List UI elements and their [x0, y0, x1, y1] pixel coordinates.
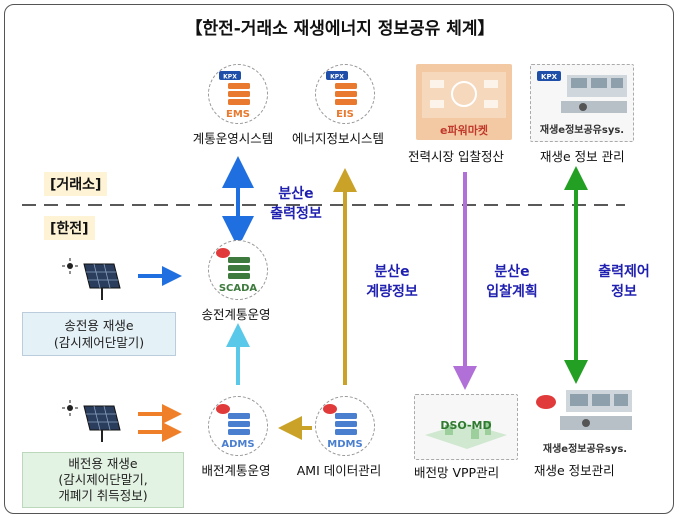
diagram-frame: [4, 4, 674, 514]
adms-caption: 배전계통운영: [201, 463, 271, 478]
distribution-line2: (감시제어단말기,: [58, 472, 148, 487]
ems-badge: EMS: [226, 109, 250, 120]
server-icon: KPX: [219, 71, 250, 105]
dso-badge: DSO-MD: [440, 419, 492, 432]
flow-output-line2: 출력정보: [270, 206, 322, 222]
svg-text:KPX: KPX: [541, 73, 558, 81]
node-adms: ADMS 배전계통운영: [198, 396, 278, 479]
adms-badge: ADMS: [221, 439, 255, 450]
svg-text:KPX: KPX: [330, 74, 344, 81]
eis-caption: 에너지정보시스템: [291, 131, 384, 146]
eis-icon-circle: KPX EIS: [315, 64, 375, 124]
flow-label-control: 출력제어 정보: [584, 262, 664, 302]
adms-icon-circle: ADMS: [208, 396, 268, 456]
transmission-line1: 송전용 재생e: [64, 318, 134, 333]
server-icon: [216, 404, 250, 435]
server-icon: [216, 248, 250, 279]
svg-text:KPX: KPX: [223, 74, 237, 81]
kepco-sys-caption: 재생e 정보관리: [534, 463, 615, 478]
node-emarket: e파워마켓: [416, 64, 512, 140]
node-kpx-sys: KPX 재생e정보공유sys.: [530, 64, 634, 142]
flow-bidding-line1: 분산e: [494, 264, 530, 280]
mdms-badge: MDMS: [327, 439, 363, 450]
scada-icon-circle: SCADA: [208, 240, 268, 300]
eis-badge: EIS: [336, 109, 354, 120]
market-screen-icon: [422, 72, 506, 118]
control-room-icon: KPX: [537, 71, 627, 113]
node-dso: DSO-MD: [414, 394, 518, 460]
distribution-line3: 개폐기 취득정보): [58, 488, 148, 503]
distribution-line1: 배전용 재생e: [68, 456, 138, 471]
dso-caption: 배전망 VPP관리: [414, 465, 500, 480]
scada-badge: SCADA: [218, 283, 258, 294]
flow-metering-line2: 계량정보: [366, 284, 418, 300]
node-scada: SCADA 송전계통운영: [198, 240, 278, 323]
flow-metering-line1: 분산e: [374, 264, 410, 280]
flow-control-line1: 출력제어: [598, 264, 650, 280]
node-mdms: MDMS AMI 데이터관리: [297, 396, 385, 479]
solar-panel-icon: [62, 400, 121, 442]
emarket-badge: e파워마켓: [440, 124, 488, 137]
section-label-kpx: [거래소]: [44, 172, 108, 196]
server-icon: [323, 404, 357, 435]
flow-label-output: 분산e 출력정보: [256, 184, 336, 224]
ems-caption: 계통운영시스템: [192, 131, 274, 146]
server-icon: KPX: [326, 71, 357, 105]
kpx-sys-badge: 재생e정보공유sys.: [539, 125, 625, 136]
emarket-caption: 전력시장 입찰정산: [408, 149, 504, 164]
solar-panel-icon: [62, 258, 121, 300]
node-eis: KPX EIS 에너지정보시스템: [292, 64, 385, 147]
kpx-sys-caption: 재생e 정보 관리: [540, 149, 625, 164]
node-kepco-sys: 재생e정보공유sys.: [530, 386, 640, 456]
node-ems: KPX EMS 계통운영시스템: [193, 64, 278, 147]
mdms-icon-circle: MDMS: [315, 396, 375, 456]
diagram-title: 【한전-거래소 재생에너지 정보공유 체계】: [185, 19, 495, 39]
ems-icon-circle: KPX EMS: [208, 64, 268, 124]
section-label-kepco: [한전]: [44, 216, 95, 240]
flow-bidding-line2: 입찰계획: [486, 284, 538, 300]
scada-caption: 송전계통운영: [201, 307, 271, 322]
flow-label-bidding: 분산e 입찰계획: [472, 262, 552, 302]
flow-output-line1: 분산e: [278, 186, 314, 202]
vpp-map-icon: [425, 421, 507, 449]
flow-label-metering: 분산e 계량정보: [352, 262, 432, 302]
distribution-source: 배전용 재생e (감시제어단말기, 개폐기 취득정보): [22, 452, 184, 508]
kepco-sys-badge: 재생e정보공유sys.: [542, 444, 628, 455]
mdms-caption: AMI 데이터관리: [296, 463, 382, 478]
flow-control-line2: 정보: [611, 284, 637, 300]
transmission-line2: (감시제어단말기): [53, 335, 145, 350]
transmission-source: 송전용 재생e (감시제어단말기): [22, 312, 176, 356]
control-room-icon: [536, 390, 632, 430]
